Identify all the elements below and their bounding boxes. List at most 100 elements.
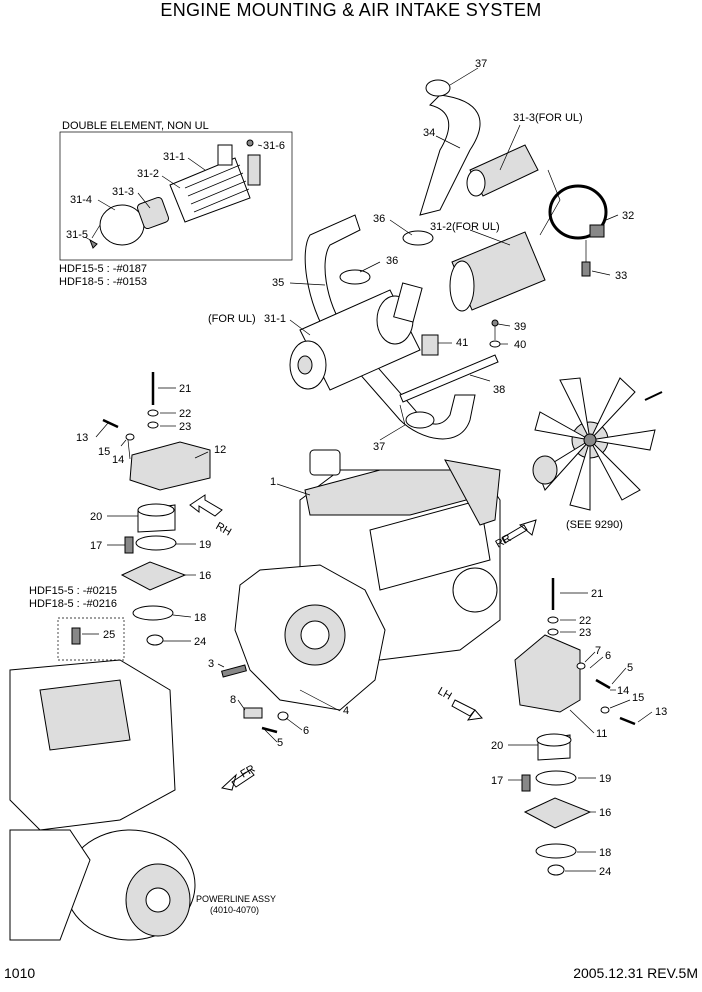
page-title: ENGINE MOUNTING & AIR INTAKE SYSTEM bbox=[160, 0, 542, 20]
for-ul-note: (FOR UL) bbox=[208, 313, 256, 325]
callout-22b: 22 bbox=[579, 615, 591, 627]
fan-spacer bbox=[532, 455, 558, 485]
callout-37b: 37 bbox=[373, 441, 385, 453]
bracket-38 bbox=[399, 354, 499, 403]
callout-11: 11 bbox=[596, 728, 607, 740]
direction-arrow-fr: FR bbox=[220, 763, 257, 791]
callout-19a: 19 bbox=[199, 539, 211, 551]
callout-31-1-ul: 31-1 bbox=[264, 313, 286, 325]
callout-36a: 36 bbox=[373, 213, 385, 225]
alternator bbox=[452, 567, 498, 613]
callout-31-5: 31-5 bbox=[66, 229, 88, 241]
mount-plate-16b bbox=[523, 797, 592, 829]
ul-element-31-2 bbox=[449, 231, 546, 312]
washer-19b bbox=[535, 770, 577, 786]
powerline-code: (4010-4070) bbox=[210, 905, 259, 915]
callout-39: 39 bbox=[514, 321, 526, 333]
mount-bracket-11 bbox=[514, 634, 581, 713]
revision-date: 2005.12.31 REV.5M bbox=[573, 965, 698, 981]
callout-3: 3 bbox=[208, 658, 214, 670]
callout-15a: 15 bbox=[98, 446, 110, 458]
page-number: 1010 bbox=[4, 965, 36, 981]
callout-38: 38 bbox=[493, 384, 505, 396]
callout-12: 12 bbox=[214, 444, 226, 456]
callout-31-6: 31-6 bbox=[263, 140, 285, 152]
callout-7: 7 bbox=[595, 645, 601, 657]
filter-housing bbox=[169, 157, 251, 223]
cooling-fan bbox=[532, 377, 663, 511]
callout-25: 25 bbox=[103, 629, 115, 641]
hose-clamp-36a bbox=[402, 230, 434, 246]
hose-clamp-36b bbox=[339, 269, 371, 285]
callout-35: 35 bbox=[272, 277, 284, 289]
nut-24b bbox=[547, 864, 565, 876]
hdf-filter-note-1: HDF15-5 : -#0187 bbox=[59, 263, 147, 275]
callout-31-1: 31-1 bbox=[163, 151, 185, 163]
dowel-pin-3 bbox=[221, 664, 247, 678]
callout-32: 32 bbox=[622, 210, 634, 222]
mount-plate-16 bbox=[120, 561, 187, 591]
callout-37: 37 bbox=[475, 58, 487, 70]
callout-6a: 6 bbox=[605, 650, 611, 662]
callout-31-2-ul: 31-2(FOR UL) bbox=[430, 221, 500, 233]
bolt-33 bbox=[581, 261, 591, 277]
callout-8: 8 bbox=[230, 694, 236, 706]
engine-bracket bbox=[444, 459, 501, 526]
bolt-25-inset bbox=[57, 617, 125, 661]
callout-5b: 5 bbox=[277, 737, 283, 749]
callout-14a: 14 bbox=[112, 454, 124, 466]
callout-34: 34 bbox=[423, 127, 435, 139]
bolt-17b bbox=[521, 774, 531, 792]
callout-23a: 23 bbox=[179, 421, 191, 433]
hose-clamp-37b bbox=[405, 411, 435, 429]
callout-41: 41 bbox=[456, 337, 468, 349]
callout-16a: 16 bbox=[199, 570, 211, 582]
mount-bracket-12 bbox=[129, 441, 211, 491]
callout-5a: 5 bbox=[627, 662, 633, 674]
filter-cover bbox=[99, 204, 145, 246]
callout-31-2: 31-2 bbox=[137, 168, 159, 180]
inner-element bbox=[136, 196, 170, 230]
direction-arrow-rh: RH bbox=[189, 494, 234, 539]
direction-arrow-lh: LH bbox=[436, 685, 483, 721]
callout-31-3: 31-3 bbox=[112, 186, 134, 198]
screw-31-6 bbox=[246, 139, 254, 147]
hdf-filter-note-2: HDF18-5 : -#0153 bbox=[59, 276, 147, 288]
double-element-inset-box bbox=[59, 131, 293, 261]
hdf-mount-note-1: HDF15-5 : -#0215 bbox=[29, 585, 117, 597]
intake-manifold-neck bbox=[309, 449, 341, 476]
washer-6 bbox=[277, 711, 289, 721]
ul-element-31-3 bbox=[466, 144, 539, 197]
plug-8 bbox=[243, 707, 263, 719]
left-mount-stack bbox=[102, 372, 211, 646]
callout-14b: 14 bbox=[617, 685, 629, 697]
callout-18a: 18 bbox=[194, 612, 206, 624]
callout-20a: 20 bbox=[90, 511, 102, 523]
bolt-25 bbox=[71, 627, 81, 645]
callout-40: 40 bbox=[514, 339, 526, 351]
callout-22a: 22 bbox=[179, 408, 191, 420]
see-9290-note: (SEE 9290) bbox=[566, 519, 623, 531]
nut-24 bbox=[146, 634, 164, 646]
callout-31-4: 31-4 bbox=[70, 194, 92, 206]
hdf-mount-note-2: HDF18-5 : -#0216 bbox=[29, 598, 117, 610]
callout-33: 33 bbox=[615, 270, 627, 282]
double-element-air-cleaner bbox=[89, 139, 261, 249]
hose-clamp-37 bbox=[425, 79, 451, 97]
band-clamp-32 bbox=[548, 184, 608, 277]
callout-15b: 15 bbox=[632, 692, 644, 704]
svg-text:LH: LH bbox=[436, 685, 454, 702]
right-mount-stack bbox=[514, 578, 636, 876]
callout-24b: 24 bbox=[599, 866, 611, 878]
svg-text:RH: RH bbox=[214, 520, 234, 538]
ul-air-cleaner-31-1 bbox=[289, 282, 439, 391]
washer-18 bbox=[132, 605, 174, 621]
callout-24a: 24 bbox=[194, 636, 206, 648]
callout-20b: 20 bbox=[491, 740, 503, 752]
flywheel-housing-4 bbox=[234, 564, 386, 711]
callout-1: 1 bbox=[270, 476, 276, 488]
callout-13b: 13 bbox=[655, 706, 667, 718]
inlet-neck bbox=[217, 144, 233, 166]
